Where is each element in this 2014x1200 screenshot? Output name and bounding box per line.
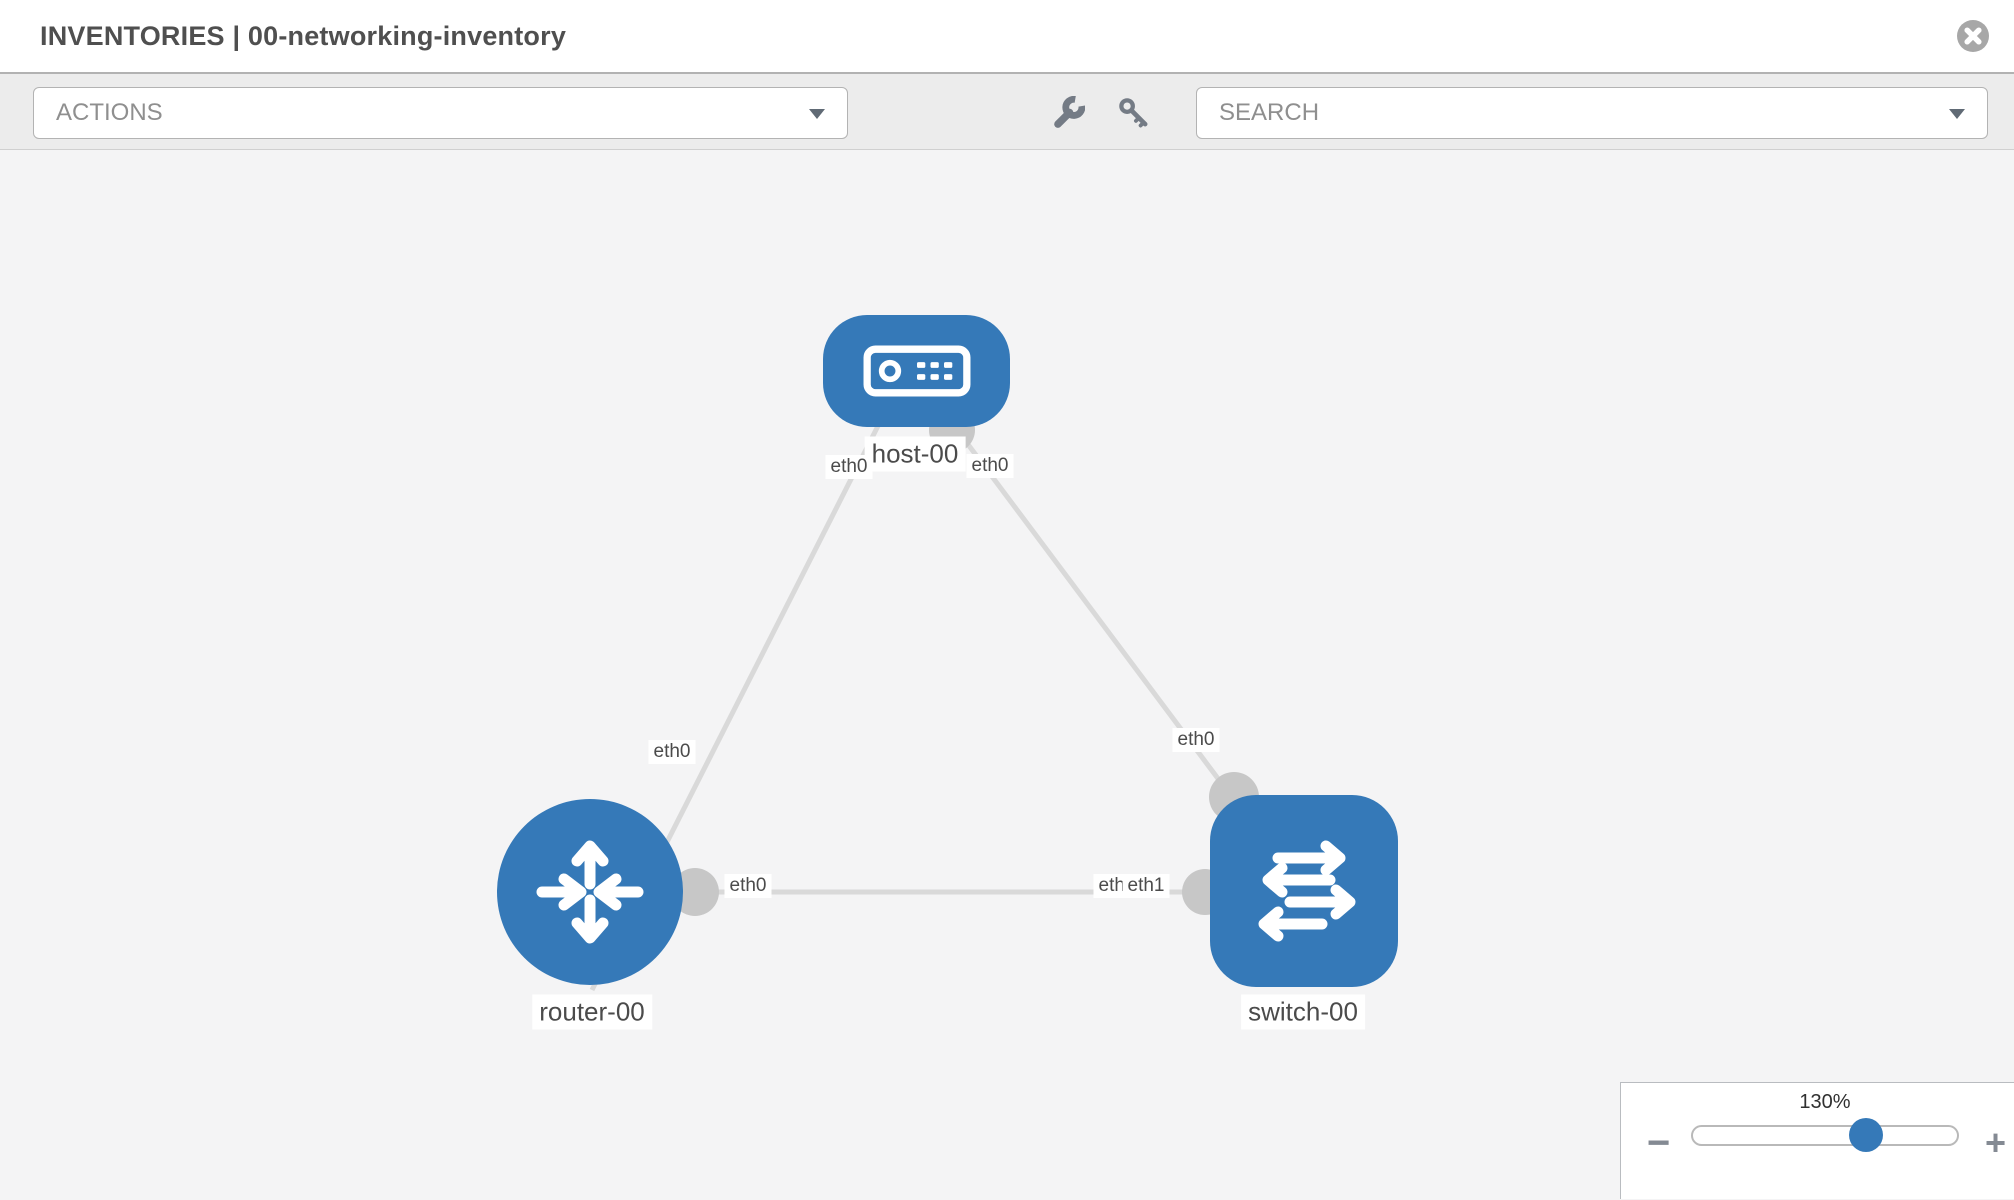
actions-dropdown[interactable]: ACTIONS (33, 87, 848, 139)
interface-stub-router (671, 868, 719, 916)
iface-label-router-eth0-right: eth0 (724, 874, 772, 898)
host-icon (863, 345, 970, 397)
search-input[interactable] (1197, 88, 1987, 138)
search-dropdown[interactable] (1196, 87, 1988, 139)
wrench-icon (1054, 95, 1086, 128)
switch-icon (1258, 840, 1356, 942)
key-icon (1119, 98, 1148, 128)
node-switch-00[interactable] (1210, 795, 1398, 987)
iface-label-switch-eth1: eth1 (1122, 874, 1170, 898)
node-label-host-00: host-00 (864, 436, 966, 472)
chevron-down-icon (809, 109, 825, 119)
toolbox-button[interactable] (1050, 95, 1086, 132)
page-title: INVENTORIES | 00-networking-inventory (40, 21, 567, 51)
close-button[interactable] (1955, 18, 1991, 54)
topology-canvas[interactable]: host-00 router-00 switch-00 eth0 eth0 et… (0, 150, 2014, 1199)
node-label-switch-00: switch-00 (1241, 994, 1365, 1030)
actions-dropdown-label: ACTIONS (56, 99, 163, 126)
zoom-slider-thumb[interactable] (1849, 1118, 1883, 1152)
zoom-slider-track[interactable] (1691, 1118, 1959, 1152)
topology-edges (589, 407, 1259, 992)
zoom-in-button[interactable]: + (1985, 1122, 2007, 1163)
zoom-out-button[interactable]: − (1647, 1121, 1671, 1165)
zoom-panel: 130% − + (1620, 1082, 2014, 1199)
node-host-00[interactable] (823, 315, 1010, 427)
key-button[interactable] (1116, 96, 1152, 132)
chevron-down-icon (1949, 109, 1965, 119)
close-icon (1957, 20, 1989, 52)
panel-header: INVENTORIES | 00-networking-inventory (0, 0, 2014, 72)
node-label-router-00: router-00 (532, 994, 652, 1030)
iface-label-host-eth0-right: eth0 (966, 454, 1014, 478)
zoom-level-value: 130% (1799, 1091, 1851, 1113)
node-router-00[interactable] (497, 799, 683, 985)
iface-label-host-eth0-left: eth0 (825, 455, 873, 479)
iface-label-router-eth0-top: eth0 (648, 740, 696, 764)
iface-label-switch-eth0-top: eth0 (1172, 728, 1220, 752)
router-icon (536, 840, 644, 944)
toolbar: ACTIONS (0, 72, 2014, 150)
